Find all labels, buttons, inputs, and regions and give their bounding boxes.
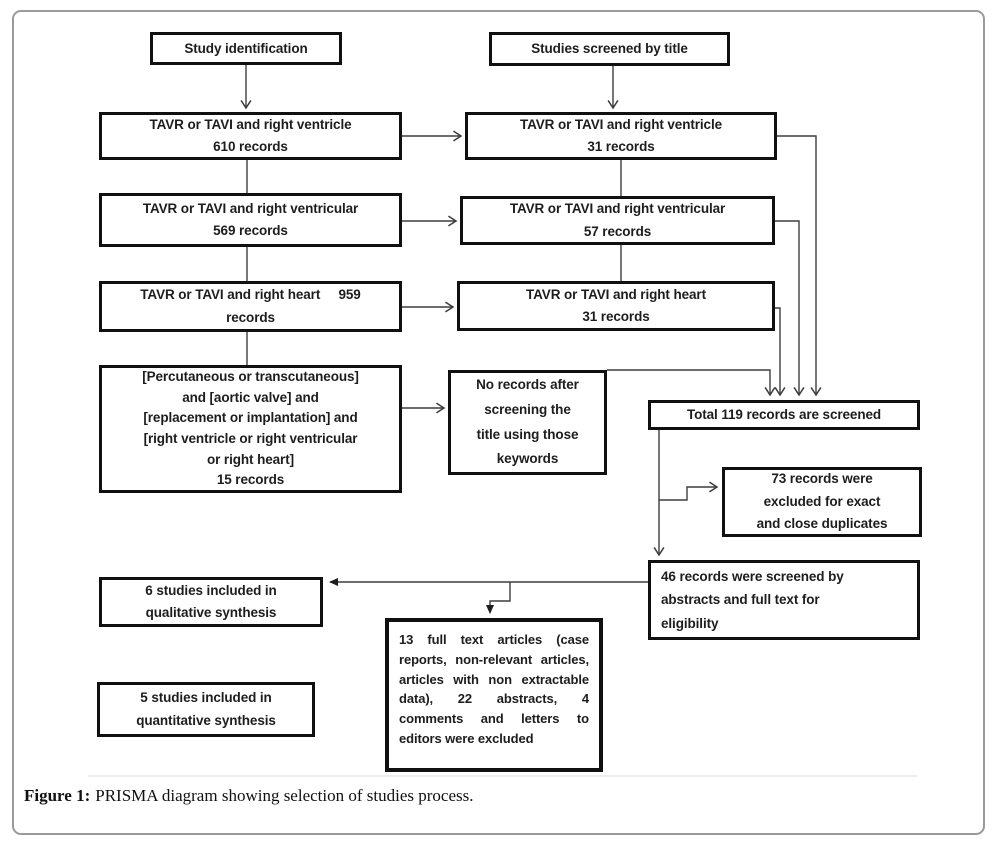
figure-caption-label: Figure 1: <box>24 786 91 805</box>
box-keyword-combination-15-records: [Percutaneous or transcutaneous] and [ao… <box>99 365 402 493</box>
box-right-heart-31-records: TAVR or TAVI and right heart 31 records <box>457 281 775 331</box>
box-study-identification: Study identification <box>150 32 342 65</box>
box-73-excluded-duplicates: 73 records were excluded for exact and c… <box>722 467 922 537</box>
box-no-records-after-screening: No records after screening the title usi… <box>448 370 607 475</box>
box-right-heart-959-records: TAVR or TAVI and right heart 959 records <box>99 281 402 332</box>
box-6-qualitative-synthesis: 6 studies included in qualitative synthe… <box>99 577 323 627</box>
box-46-screened-abstracts: 46 records were screened by abstracts an… <box>648 560 920 640</box>
box-ventricular-57-records: TAVR or TAVI and right ventricular 57 re… <box>460 196 775 245</box>
box-ventricular-569-records: TAVR or TAVI and right ventricular 569 r… <box>99 193 402 247</box>
box-ventricle-31-records: TAVR or TAVI and right ventricle 31 reco… <box>465 112 777 160</box>
box-studies-screened-by-title: Studies screened by title <box>489 32 730 66</box>
figure-caption-text: PRISMA diagram showing selection of stud… <box>95 786 474 805</box>
box-ventricle-610-records: TAVR or TAVI and right ventricle 610 rec… <box>99 112 402 160</box>
box-total-119-screened: Total 119 records are screened <box>648 400 920 430</box>
figure-caption: Figure 1:PRISMA diagram showing selectio… <box>24 786 954 806</box>
box-5-quantitative-synthesis: 5 studies included in quantitative synth… <box>97 682 315 737</box>
box-13-fulltext-excluded: 13 full text articles (case reports, non… <box>385 618 603 772</box>
caption-divider <box>88 775 917 777</box>
